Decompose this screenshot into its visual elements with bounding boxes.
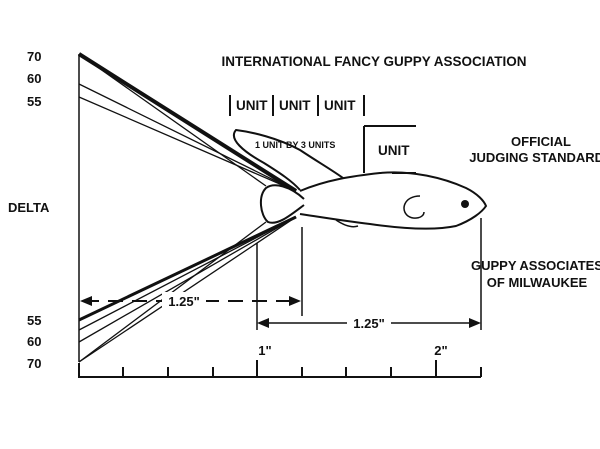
unit-label-3: UNIT bbox=[324, 98, 356, 113]
unit-label-side: UNIT bbox=[378, 143, 410, 158]
dorsal-fin-label: 1 UNIT BY 3 UNITS bbox=[255, 140, 335, 150]
inch-ruler bbox=[78, 360, 482, 378]
diagram-title: INTERNATIONAL FANCY GUPPY ASSOCIATION bbox=[221, 54, 526, 69]
dim-right-label: 1.25" bbox=[353, 316, 384, 331]
dim-left-label-bg bbox=[162, 292, 206, 310]
angle-bottom-55: 55 bbox=[27, 313, 41, 328]
unit-label-1: UNIT bbox=[236, 98, 268, 113]
scale-label-2: 2" bbox=[434, 343, 447, 358]
tail-base-shape bbox=[260, 184, 305, 224]
official-line-1: OFFICIAL bbox=[511, 134, 571, 149]
ventral-fin bbox=[335, 219, 359, 228]
unit-label-2: UNIT bbox=[279, 98, 311, 113]
delta-tail-upper-lines bbox=[77, 52, 298, 193]
fish-gill bbox=[403, 195, 425, 219]
delta-label: DELTA bbox=[8, 200, 50, 215]
scale-label-1: 1" bbox=[258, 343, 271, 358]
fish-body bbox=[299, 171, 488, 230]
fish-eye bbox=[461, 200, 469, 208]
unit-side-frame bbox=[363, 125, 416, 174]
angle-bottom-60: 60 bbox=[27, 334, 41, 349]
delta-tail-lower-lines bbox=[78, 215, 297, 363]
dim-left-label: 1.25" bbox=[168, 294, 199, 309]
dim-right-label-bg bbox=[347, 314, 391, 332]
angle-top-55: 55 bbox=[27, 94, 41, 109]
guppy-associates-line-2: OF MILWAUKEE bbox=[487, 275, 588, 290]
angle-bottom-70: 70 bbox=[27, 356, 41, 371]
measurement-vertical-lines bbox=[256, 218, 482, 330]
dorsal-fin bbox=[233, 128, 344, 191]
guppy-associates-line-1: GUPPY ASSOCIATES bbox=[471, 258, 600, 273]
unit-boxes bbox=[229, 95, 365, 116]
angle-top-70: 70 bbox=[27, 49, 41, 64]
angle-top-60: 60 bbox=[27, 71, 41, 86]
official-line-2: JUDGING STANDARDS bbox=[469, 150, 600, 165]
